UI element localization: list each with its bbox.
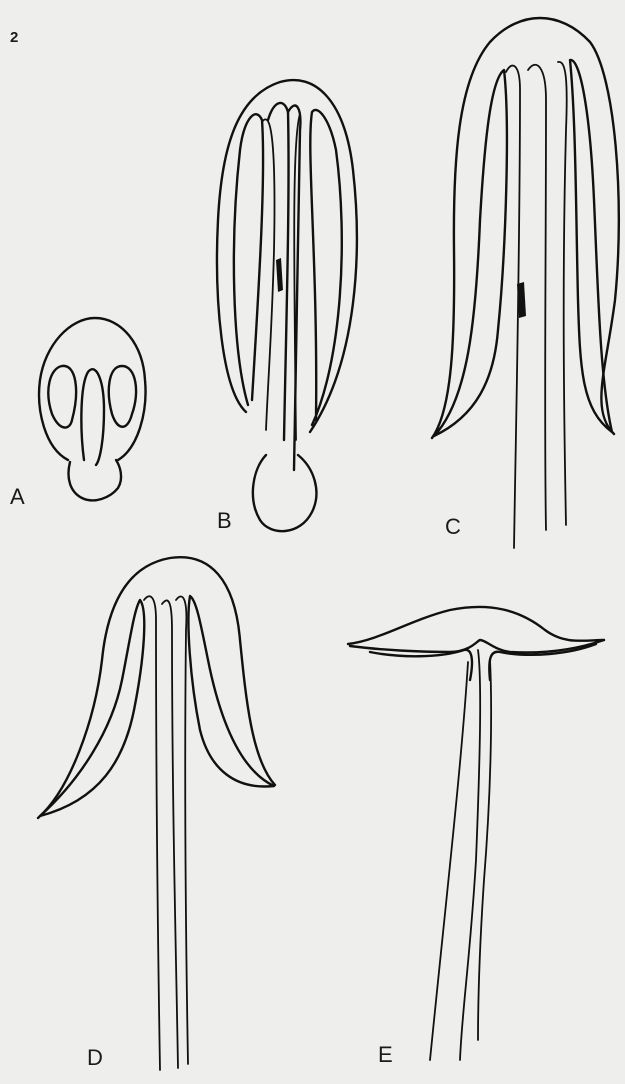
panel-b-spot <box>276 258 283 292</box>
panel-c-stipe-left <box>506 66 520 548</box>
panel-e-right-gill <box>489 644 596 680</box>
panel-e-cap-underside <box>350 640 604 653</box>
figure-number: 2 <box>10 30 18 45</box>
panel-c-right-lamella <box>570 60 612 432</box>
panel-d-drawing <box>38 557 275 1070</box>
panel-a-outer-cap <box>39 318 145 460</box>
panel-a-stalk <box>69 460 122 500</box>
panel-e-cap-top <box>348 607 604 644</box>
panel-c-outer-cap <box>432 18 619 438</box>
panel-e-drawing <box>348 607 604 1060</box>
panel-c-left-lamella <box>434 70 507 436</box>
panel-d-stipe-center-left <box>162 600 178 1068</box>
panel-a-right-lobe <box>109 366 136 427</box>
panel-label-c: C <box>445 516 461 538</box>
panel-c-stipe-right <box>558 62 567 525</box>
panel-a-drawing <box>39 318 145 500</box>
panel-d-stipe-left <box>144 596 160 1070</box>
panel-d-stipe-center-right <box>176 596 188 1064</box>
panel-e-stipe-center <box>460 650 480 1060</box>
panel-label-b: B <box>217 510 232 532</box>
panel-b-basal-bulb <box>253 455 317 531</box>
panel-b-left-lamella <box>234 114 263 405</box>
panel-d-right-lamella <box>188 596 274 787</box>
panel-label-a: A <box>10 486 25 508</box>
panel-label-e: E <box>378 1044 393 1066</box>
panel-label-d: D <box>87 1047 103 1069</box>
panel-a-center-lobe <box>81 369 104 465</box>
panel-e-stipe-left <box>430 662 468 1060</box>
panel-b-drawing <box>217 80 357 531</box>
panel-c-stipe-center <box>528 65 546 530</box>
panel-e-left-gill <box>370 650 472 680</box>
panel-a-left-lobe <box>48 366 76 428</box>
panel-c-drawing <box>432 18 619 548</box>
